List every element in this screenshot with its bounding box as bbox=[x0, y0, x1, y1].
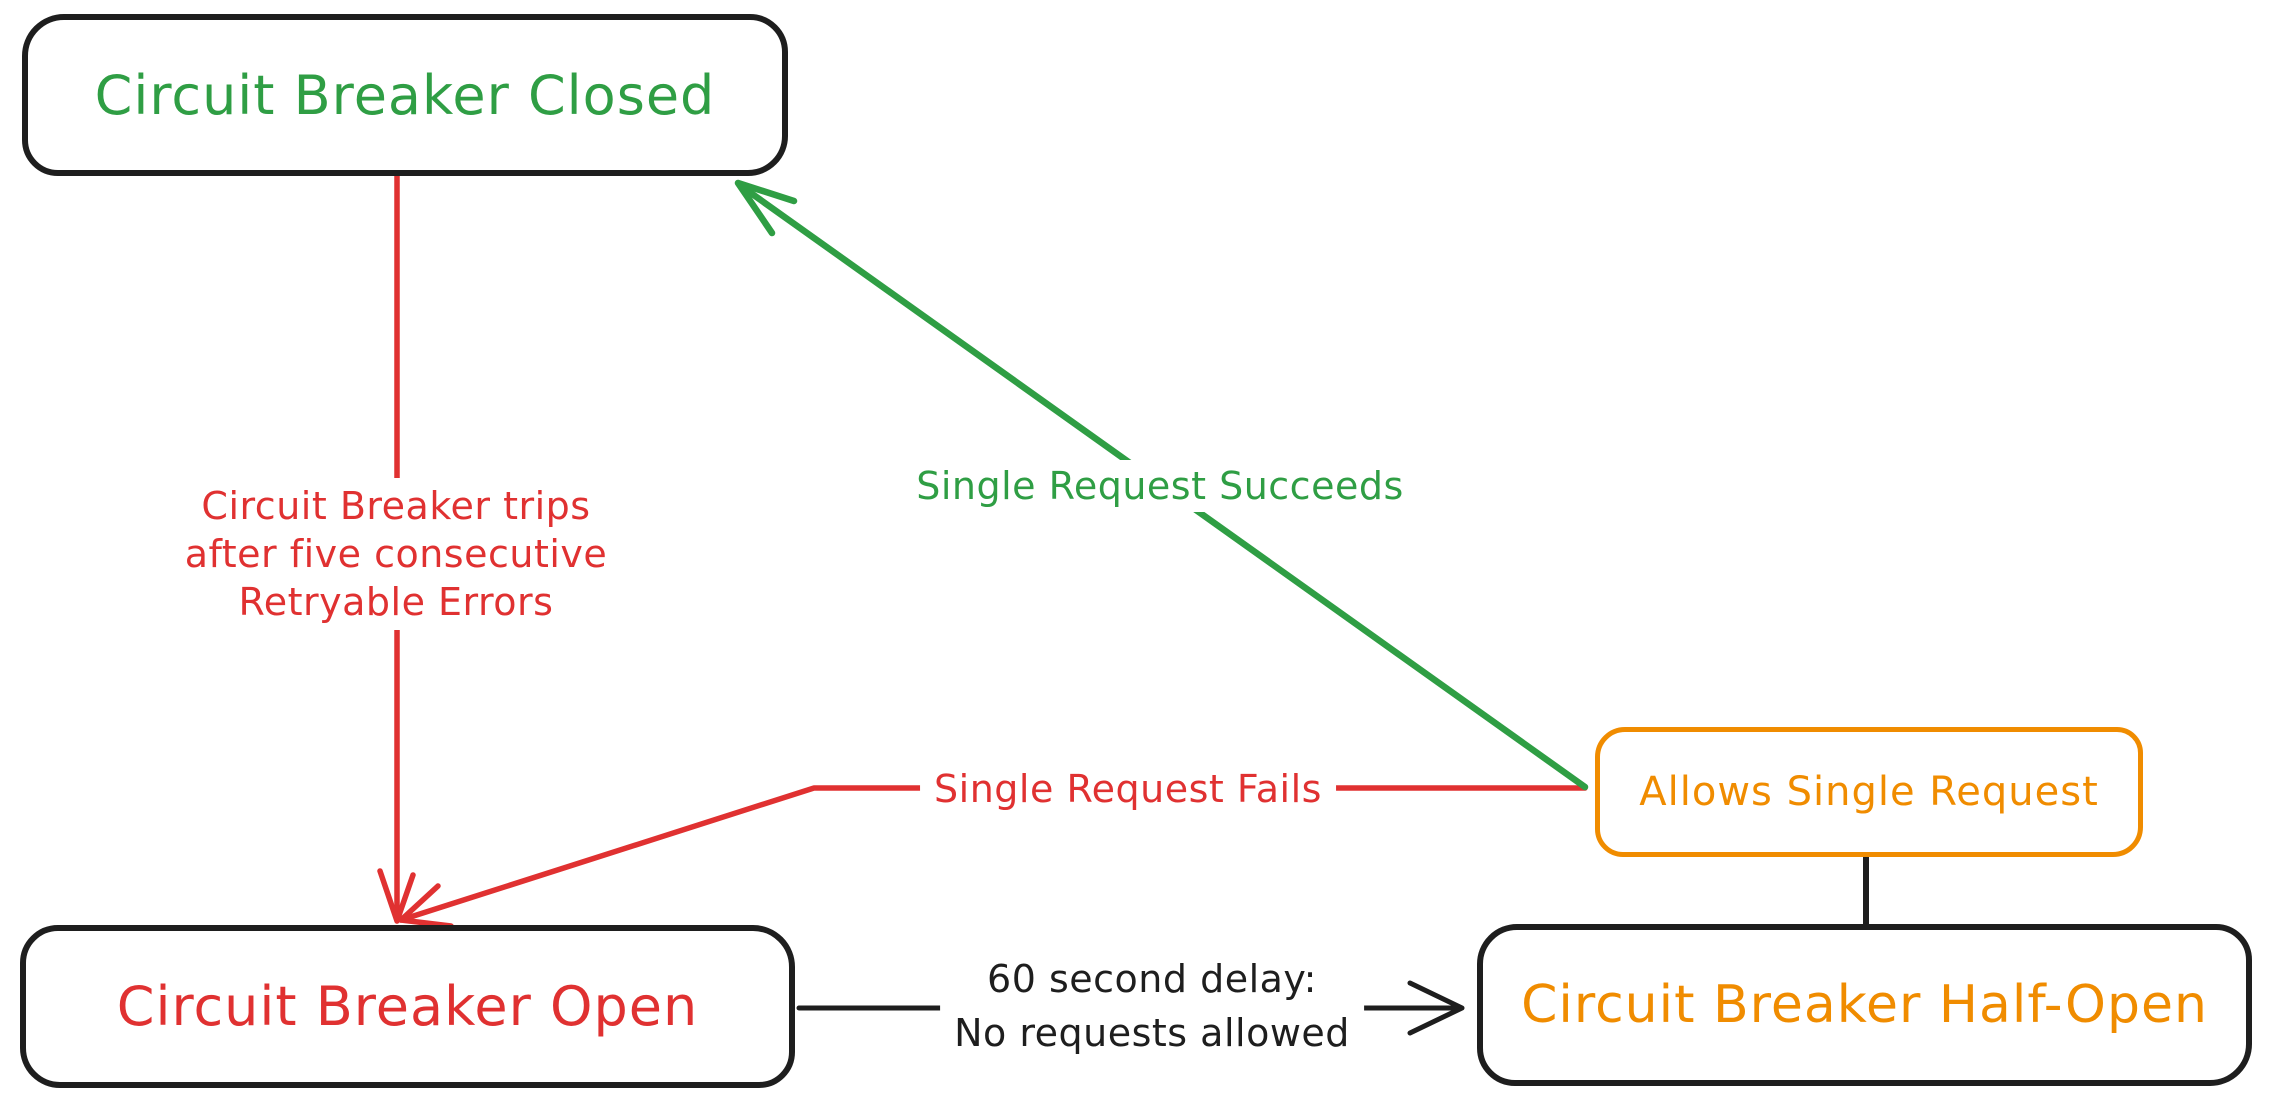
node-circuit-breaker-open-label: Circuit Breaker Open bbox=[116, 975, 699, 1038]
edge-label-single-request-fails: Single Request Fails bbox=[920, 763, 1336, 815]
node-circuit-breaker-open: Circuit Breaker Open bbox=[20, 925, 795, 1088]
node-allows-single-request: Allows Single Request bbox=[1595, 727, 2143, 857]
edge-label-trips: Circuit Breaker trips after five consecu… bbox=[170, 478, 622, 630]
node-circuit-breaker-half-open: Circuit Breaker Half-Open bbox=[1477, 924, 2252, 1086]
edge-label-delay-line2: No requests allowed bbox=[954, 1011, 1350, 1055]
edge-trips-arrowhead-icon bbox=[377, 868, 416, 924]
edge-label-delay-line1: 60 second delay: bbox=[987, 957, 1317, 1001]
edge-succeeds-arrowhead-icon bbox=[734, 179, 798, 237]
edge-label-trips-line1: Circuit Breaker trips bbox=[201, 484, 591, 528]
edge-label-single-request-fails-text: Single Request Fails bbox=[934, 767, 1322, 811]
edge-label-trips-line2: after five consecutive bbox=[184, 532, 608, 576]
node-allows-single-request-label: Allows Single Request bbox=[1639, 769, 2099, 815]
node-circuit-breaker-closed-label: Circuit Breaker Closed bbox=[94, 63, 716, 127]
edge-label-delay: 60 second delay: No requests allowed bbox=[940, 948, 1364, 1064]
edge-delay-arrowhead-icon bbox=[1407, 980, 1465, 1036]
edge-label-trips-line3: Retryable Errors bbox=[238, 580, 554, 624]
node-circuit-breaker-half-open-label: Circuit Breaker Half-Open bbox=[1521, 975, 2208, 1035]
edge-label-single-request-succeeds: Single Request Succeeds bbox=[902, 460, 1418, 512]
edge-label-single-request-succeeds-text: Single Request Succeeds bbox=[916, 464, 1404, 508]
node-circuit-breaker-closed: Circuit Breaker Closed bbox=[22, 14, 788, 176]
